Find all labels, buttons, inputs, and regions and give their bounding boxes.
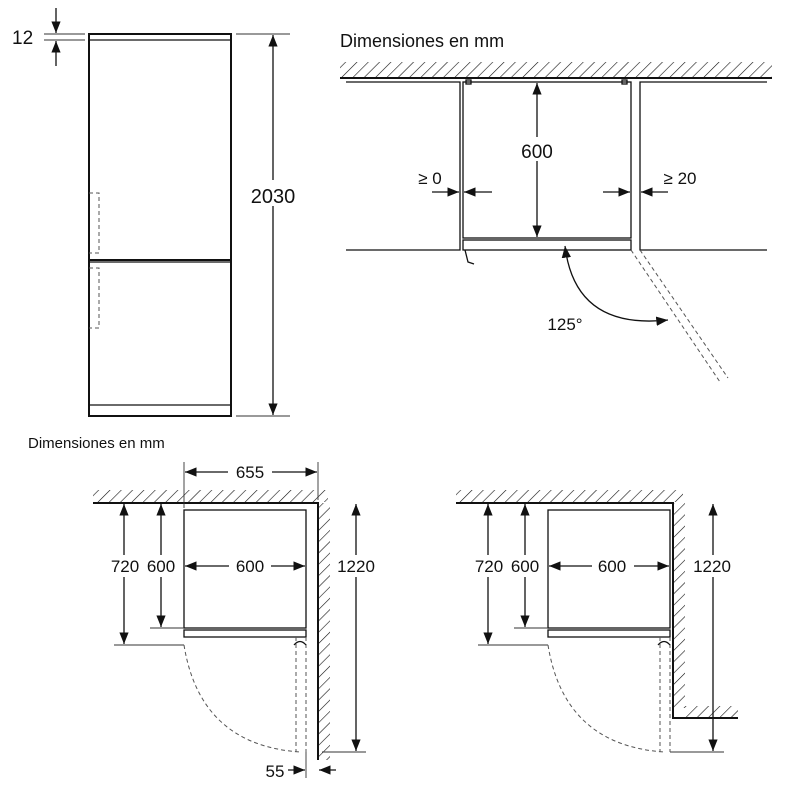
front-view: 12 2030 bbox=[12, 8, 300, 417]
height-label: 2030 bbox=[251, 186, 296, 208]
wall-hatch bbox=[456, 490, 683, 502]
side-wall-hatch bbox=[673, 503, 685, 708]
handle bbox=[657, 640, 671, 646]
door-handle bbox=[464, 249, 475, 265]
swing-depth-label: 1220 bbox=[693, 557, 731, 576]
open-door-outline bbox=[659, 637, 671, 752]
depth-label: 600 bbox=[147, 557, 175, 576]
upper-handle-hidden bbox=[89, 192, 100, 254]
top-plan-title: Dimensiones en mm bbox=[340, 31, 504, 51]
plan-with-short-wall: 720 600 600 1220 bbox=[456, 490, 738, 753]
hinge-block bbox=[621, 79, 628, 85]
label-background bbox=[690, 555, 736, 577]
wall-hatch bbox=[93, 490, 328, 502]
label-background bbox=[592, 555, 634, 577]
open-door-outline bbox=[630, 249, 729, 383]
left-gap-label: ≥ 0 bbox=[418, 169, 442, 188]
width-label: 600 bbox=[236, 557, 264, 576]
fridge-door bbox=[547, 629, 671, 638]
side-clearance-label: 55 bbox=[266, 762, 285, 781]
label-background bbox=[469, 555, 545, 577]
fridge-body bbox=[547, 509, 671, 629]
label-background bbox=[229, 555, 271, 577]
depth-with-door-label: 720 bbox=[111, 557, 139, 576]
plan-with-side-wall: 655 720 600 600 1220 55 bbox=[93, 462, 378, 781]
fridge-body bbox=[183, 509, 307, 629]
side-wall-hatch bbox=[318, 503, 330, 760]
door-swing-arc bbox=[183, 644, 301, 753]
top-plan-view: Dimensiones en mm 600 ≥ 0 ≥ 20 125° bbox=[340, 31, 772, 383]
swing-depth-label: 1220 bbox=[337, 557, 375, 576]
wall-hatch bbox=[340, 62, 772, 77]
label-background bbox=[515, 137, 559, 161]
label-background bbox=[228, 462, 272, 482]
wall-outline bbox=[93, 502, 319, 760]
bottom-plans-title: Dimensiones en mm bbox=[28, 435, 165, 452]
door-swing-arc bbox=[547, 644, 665, 753]
depth-label: 600 bbox=[511, 557, 539, 576]
door-angle-arc bbox=[561, 245, 669, 326]
width-with-door-label: 655 bbox=[236, 463, 264, 482]
top-gap-label: 12 bbox=[12, 28, 33, 49]
wall-outline bbox=[456, 502, 738, 719]
lower-handle-hidden bbox=[89, 267, 100, 329]
right-cabinet bbox=[639, 81, 767, 251]
left-cabinet bbox=[346, 81, 461, 251]
label-background bbox=[334, 555, 378, 577]
fridge-door bbox=[183, 629, 307, 638]
label-background bbox=[246, 180, 300, 206]
door-angle-label: 125° bbox=[547, 315, 582, 334]
open-door-outline bbox=[295, 637, 307, 752]
right-gap-label: ≥ 20 bbox=[664, 169, 697, 188]
wall-end-hatch bbox=[685, 706, 738, 718]
fridge-front-outline bbox=[88, 33, 232, 417]
hinge-block bbox=[465, 79, 472, 85]
label-background bbox=[105, 555, 181, 577]
fridge-body bbox=[462, 81, 632, 239]
depth-label: 600 bbox=[521, 142, 553, 163]
width-label: 600 bbox=[598, 557, 626, 576]
depth-with-door-label: 720 bbox=[475, 557, 503, 576]
fridge-door bbox=[462, 239, 632, 251]
handle bbox=[293, 640, 307, 646]
